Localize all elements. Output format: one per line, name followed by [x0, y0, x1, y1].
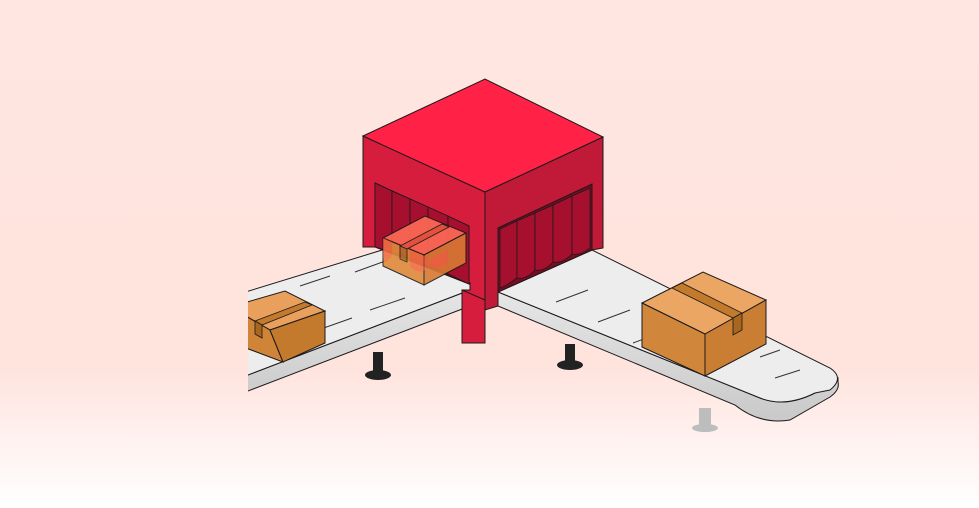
box-right-exiting	[640, 271, 768, 377]
box-left-entering	[248, 290, 327, 363]
scanner-top-face	[361, 78, 605, 193]
right-conveyor-leg-back	[557, 344, 583, 370]
left-conveyor-leg	[365, 352, 391, 380]
scanner-base	[461, 289, 486, 344]
scanner-right-curtain	[499, 187, 591, 289]
right-conveyor-leg-front	[692, 408, 718, 432]
box-inside-scanner	[381, 215, 468, 286]
